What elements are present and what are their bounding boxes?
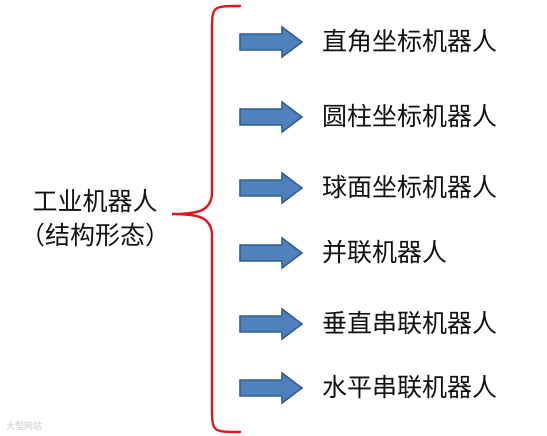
branch-item-horizontal-serial: 水平串联机器人 xyxy=(238,370,497,406)
branch-item-parallel: 并联机器人 xyxy=(238,235,447,271)
root-subtitle: （结构形态） xyxy=(19,221,170,250)
watermark: 大型网站 xyxy=(6,422,43,432)
branch-label: 直角坐标机器人 xyxy=(322,27,498,56)
root-title: 工业机器人 xyxy=(32,187,158,216)
brace-path xyxy=(171,4,242,434)
branch-item-cylindrical: 圆柱坐标机器人 xyxy=(238,99,497,135)
branch-item-vertical-serial: 垂直串联机器人 xyxy=(238,306,497,342)
root-node: 工业机器人 （结构形态） xyxy=(14,185,176,253)
right-arrow-icon xyxy=(239,307,304,341)
branch-label: 垂直串联机器人 xyxy=(322,309,498,338)
branch-label: 水平串联机器人 xyxy=(322,373,498,402)
right-arrow-icon xyxy=(239,25,304,59)
branch-label: 球面坐标机器人 xyxy=(322,173,498,202)
branch-label: 并联机器人 xyxy=(322,238,448,267)
branch-item-spherical: 球面坐标机器人 xyxy=(238,170,497,206)
branch-item-cartesian: 直角坐标机器人 xyxy=(238,24,497,60)
branch-label: 圆柱坐标机器人 xyxy=(322,102,498,131)
right-arrow-icon xyxy=(239,371,304,405)
right-arrow-icon xyxy=(239,100,304,134)
right-arrow-icon xyxy=(239,236,304,270)
right-arrow-icon xyxy=(239,171,304,205)
